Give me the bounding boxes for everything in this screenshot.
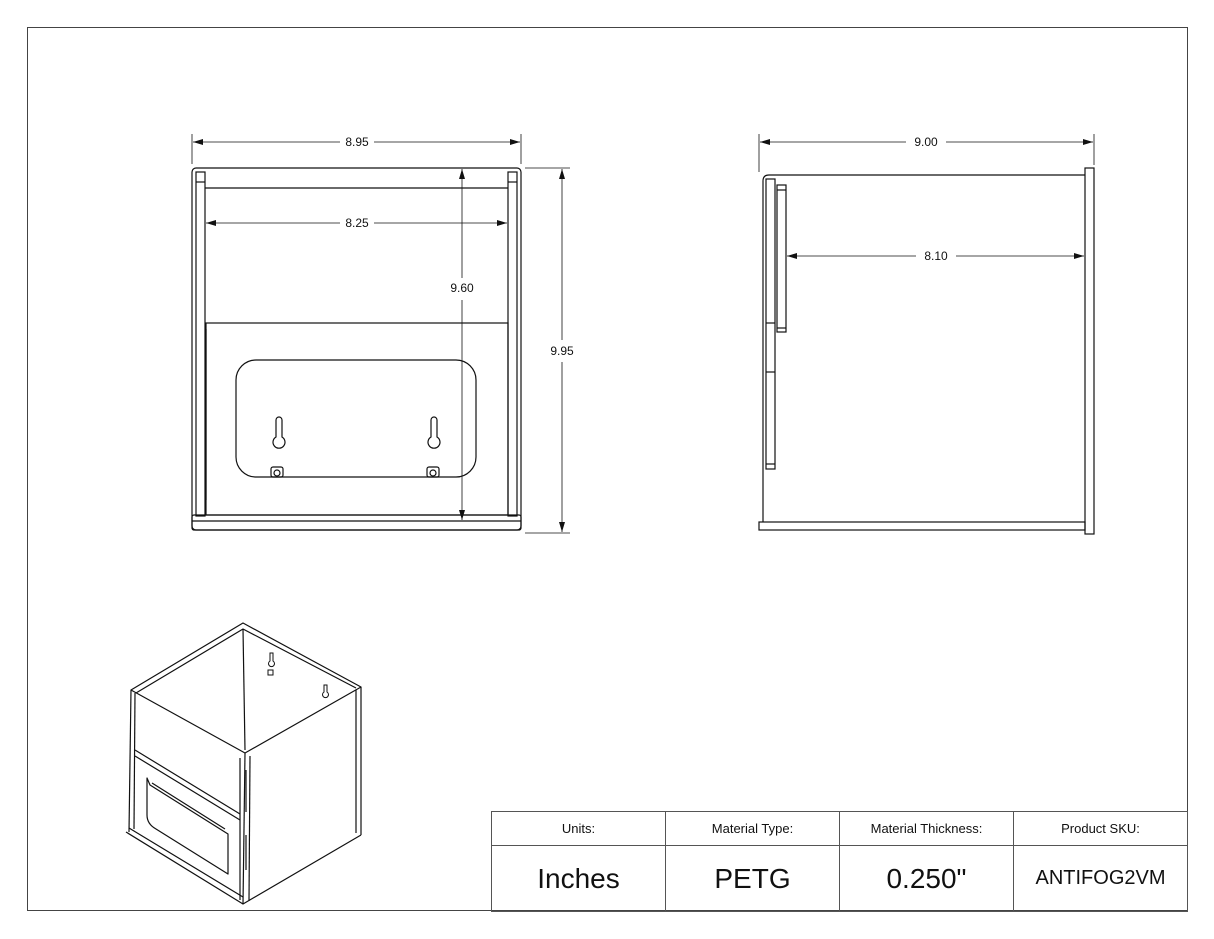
product-sku-header: Product SKU: <box>1013 811 1188 846</box>
material-type-header: Material Type: <box>665 811 840 846</box>
front-view-dimensions <box>191 134 570 534</box>
units-value: Inches <box>491 845 666 912</box>
dim-overall-depth: 9.00 <box>914 135 938 149</box>
title-block: Units: Material Type: Material Thickness… <box>491 811 1188 912</box>
product-sku-value: ANTIFOG2VM <box>1013 845 1188 912</box>
dim-overall-height: 9.95 <box>550 344 574 358</box>
dim-inner-height: 9.60 <box>450 281 474 295</box>
side-view-dimensions <box>758 134 1095 259</box>
dim-inner-depth: 8.10 <box>924 249 948 263</box>
keyhole-icon <box>270 416 286 478</box>
material-thickness-header: Material Thickness: <box>839 811 1014 846</box>
material-type-value: PETG <box>665 845 840 912</box>
dim-overall-width: 8.95 <box>345 135 369 149</box>
isometric-view <box>125 622 362 905</box>
side-view <box>758 167 1095 535</box>
front-view <box>191 167 522 531</box>
dim-inner-width: 8.25 <box>345 216 369 230</box>
keyhole-icon <box>267 652 329 699</box>
material-thickness-value: 0.250" <box>839 845 1014 912</box>
units-header: Units: <box>491 811 666 846</box>
keyhole-icon <box>426 416 441 478</box>
